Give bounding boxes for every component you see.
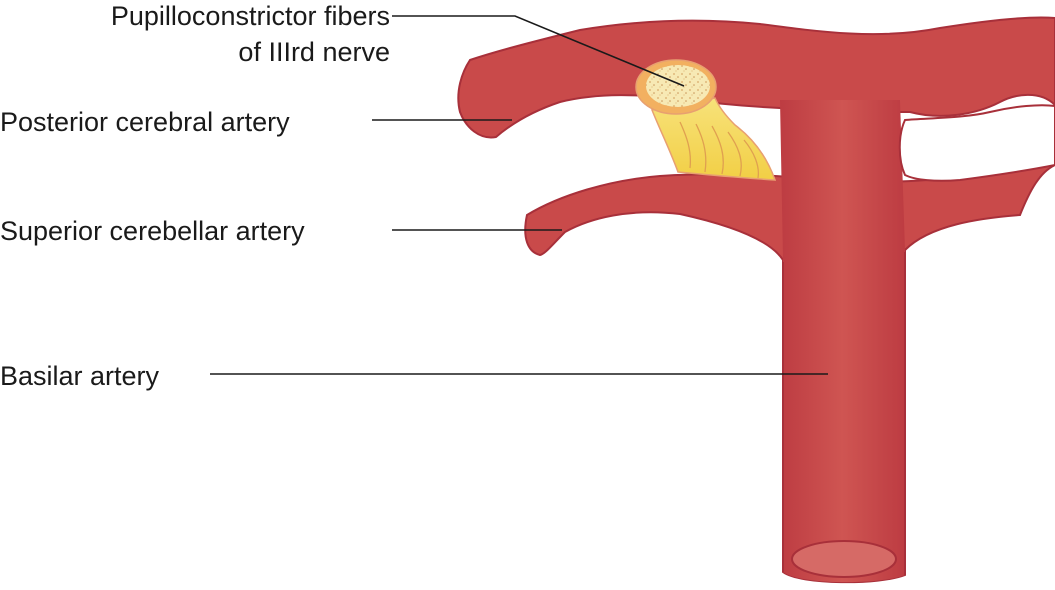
basilar-artery-lumen bbox=[791, 540, 897, 578]
branch-gap bbox=[898, 104, 1055, 182]
nerve-fiber-lines bbox=[679, 121, 760, 179]
label-superior-cerebellar-artery: Superior cerebellar artery bbox=[0, 216, 305, 246]
leader-line-nerve bbox=[392, 15, 685, 87]
pupilloconstrictor-fibers-core bbox=[646, 65, 710, 107]
basilar-trunk-shape bbox=[780, 100, 905, 583]
label-basilar-artery: Basilar artery bbox=[0, 361, 160, 391]
label-pupilloconstrictor-line1: Pupilloconstrictor fibers bbox=[110, 1, 390, 31]
label-posterior-cerebral-artery: Posterior cerebral artery bbox=[0, 107, 290, 137]
label-pupilloconstrictor-fibers: Pupilloconstrictor fibers of IIIrd nerve bbox=[0, 0, 390, 70]
third-nerve-shape bbox=[650, 97, 777, 181]
label-pupilloconstrictor-line2: of IIIrd nerve bbox=[238, 37, 390, 67]
